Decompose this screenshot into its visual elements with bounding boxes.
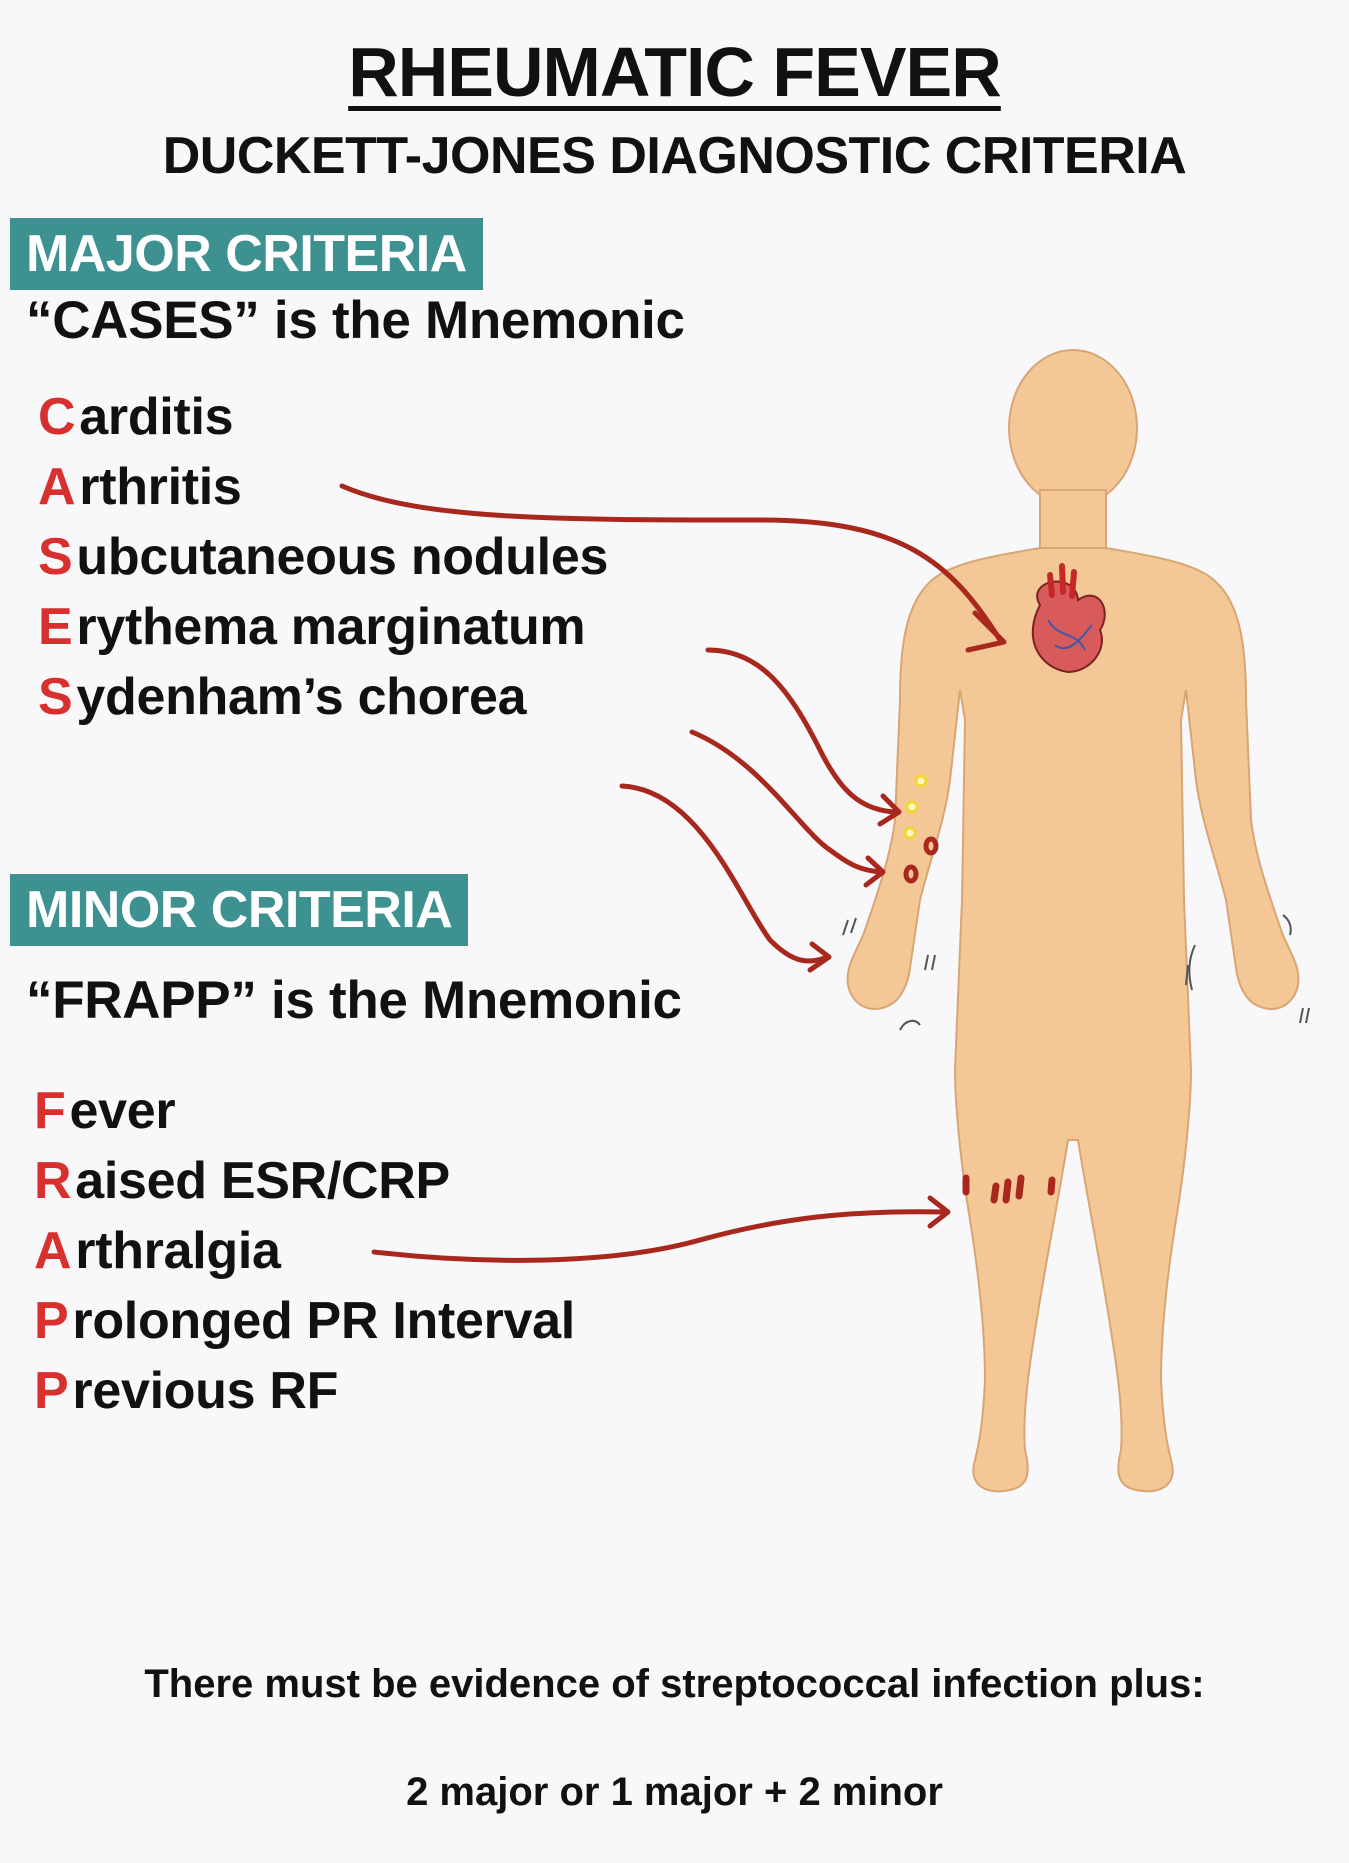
mnemonic-letter: F [34,1082,66,1140]
arrow-arthralgia-head [927,1195,951,1229]
criterion-text: ubcutaneous nodules [76,528,609,586]
minor-item-arthralgia: Arthralgia [34,1216,575,1286]
criterion-text: rthralgia [75,1222,281,1280]
minor-criteria-list: Fever Raised ESR/CRP Arthralgia Prolonge… [34,1076,575,1426]
arrows [339,483,1007,1263]
erythema-marginatum-marks [903,836,939,884]
criterion-text: rolonged PR Interval [72,1292,575,1350]
mnemonic-letter: A [34,1222,72,1280]
mnemonic-letter: S [38,668,73,726]
minor-item-fever: Fever [34,1076,575,1146]
major-criteria-list: Carditis Arthritis Subcutaneous nodules … [38,382,608,732]
mnemonic-letter: S [38,528,73,586]
mnemonic-letter: P [34,1362,69,1420]
arrow-carditis-head [965,610,1007,653]
major-item-erythema-marginatum: Erythema marginatum [38,592,608,662]
mnemonic-letter: E [38,598,73,656]
major-mnemonic-line: “CASES” is the Mnemonic [26,291,685,350]
arrow-arthralgia [371,1209,948,1263]
arrow-chorea-head [807,941,832,973]
minor-item-previous-rf: Previous RF [34,1356,575,1426]
criterion-text: rthritis [79,458,242,516]
arrow-nodules [705,647,898,815]
footer-rule: 2 major or 1 major + 2 minor [406,1770,943,1814]
body-head [1008,349,1138,507]
arrow-chorea [619,783,828,964]
heart-icon [1031,563,1106,674]
subcutaneous-nodules [903,774,928,840]
major-item-arthritis: Arthritis [38,452,608,522]
page-subtitle: DUCKETT-JONES DIAGNOSTIC CRITERIA [162,127,1187,185]
major-item-subcutaneous-nodules: Subcutaneous nodules [38,522,608,592]
body-neck [1039,489,1107,551]
mnemonic-letter: R [34,1152,72,1210]
criterion-text: aised ESR/CRP [75,1152,450,1210]
criterion-text: ydenham’s chorea [76,668,527,726]
arrow-erythema [689,729,883,875]
page-title: RHEUMATIC FEVER [348,33,1002,111]
chorea-motion-marks [842,914,1310,1031]
criterion-text: arditis [79,388,234,446]
human-body-icon [846,349,1300,1493]
mnemonic-letter: P [34,1292,69,1350]
body-outline [846,547,1300,1493]
major-item-carditis: Carditis [38,382,608,452]
minor-criteria-header: MINOR CRITERIA [10,874,469,946]
arrow-erythema-head [863,855,886,888]
criterion-text: rythema marginatum [76,598,586,656]
major-item-sydenhams-chorea: Sydenham’s chorea [38,662,608,732]
arthralgia-marks [962,1174,1056,1204]
mnemonic-letter: A [38,458,76,516]
major-criteria-header: MAJOR CRITERIA [10,218,483,290]
minor-mnemonic-line: “FRAPP” is the Mnemonic [26,971,682,1030]
arrow-nodules-head [877,793,902,827]
criterion-text: revious RF [72,1362,339,1420]
mnemonic-letter: C [38,388,76,446]
arrow-carditis [339,483,1003,643]
footer-infection-note: There must be evidence of streptococcal … [144,1662,1205,1706]
minor-item-raised-esr-crp: Raised ESR/CRP [34,1146,575,1216]
minor-item-prolonged-pr: Prolonged PR Interval [34,1286,575,1356]
criterion-text: ever [69,1082,176,1140]
